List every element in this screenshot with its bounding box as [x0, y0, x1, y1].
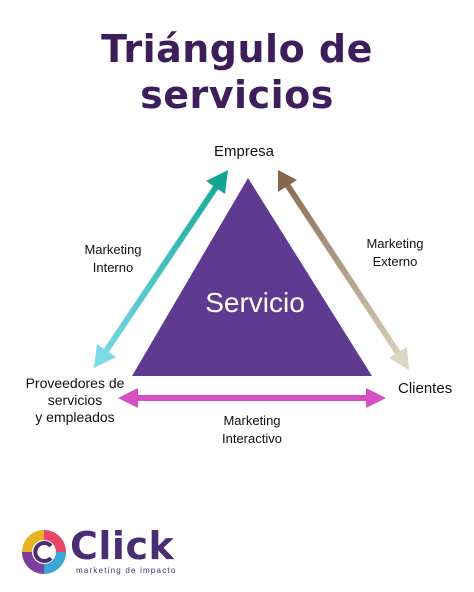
internal-marketing-arrow — [94, 170, 228, 368]
external-marketing-arrow — [278, 170, 409, 370]
node-proveedores-line-3: y empleados — [35, 409, 115, 425]
edge-label-internal-line-2: Interno — [92, 260, 134, 275]
center-service-label: Servicio — [205, 287, 305, 318]
edge-label-interactive-line-1: Marketing — [223, 413, 281, 428]
service-triangle — [132, 178, 372, 376]
edge-label-interactive: Marketing Interactivo — [202, 412, 302, 448]
node-proveedores-line-2: servicios — [47, 392, 103, 408]
edge-label-internal: Marketing Interno — [68, 241, 158, 277]
node-clientes: Clientes — [398, 380, 453, 397]
edge-label-external-line-1: Marketing — [366, 236, 424, 251]
node-empresa: Empresa — [214, 143, 275, 160]
click-logo-icon — [22, 530, 66, 574]
edge-label-internal-line-1: Marketing — [84, 242, 142, 257]
logo-tagline: marketing de impacto — [76, 566, 177, 575]
title-line-2: servicios — [140, 73, 334, 117]
edge-label-external: Marketing Externo — [350, 235, 440, 271]
edge-label-external-line-2: Externo — [372, 254, 418, 269]
node-proveedores: Proveedores de servicios y empleados — [10, 375, 140, 426]
title-line-1: Triángulo de — [101, 27, 373, 71]
logo-wordmark: Click — [70, 524, 175, 568]
edge-label-interactive-line-2: Interactivo — [222, 431, 282, 446]
node-proveedores-line-1: Proveedores de — [25, 375, 125, 391]
page-title: Triángulo de servicios — [0, 26, 474, 118]
interactive-marketing-arrow — [118, 388, 386, 408]
